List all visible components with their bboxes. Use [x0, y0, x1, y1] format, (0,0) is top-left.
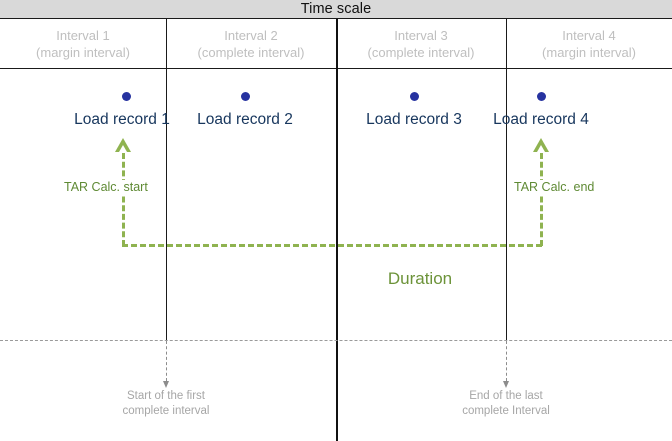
load-record-dot-icon: [536, 92, 546, 101]
load-record-label-3: Load record 3: [366, 111, 462, 128]
interval-type-1: (margin interval): [36, 44, 130, 60]
load-record-label-1: Load record 1: [74, 111, 170, 128]
interval-header-row: Interval 1 (margin interval) Interval 2 …: [0, 19, 672, 69]
tar-calc-end-label: TAR Calc. end: [511, 180, 598, 196]
load-record-label-4: Load record 4: [493, 111, 589, 128]
callout-connector-2: [506, 341, 507, 381]
load-record-3: Load record 3: [344, 92, 484, 128]
callout-text-1-line2: complete interval: [122, 405, 210, 417]
load-record-dot-icon: [240, 92, 250, 101]
interval-cell-3: Interval 3 (complete interval): [336, 19, 506, 68]
time-scale-header: Time scale: [0, 0, 672, 19]
interval-cell-4: Interval 4 (margin interval): [506, 19, 672, 68]
interval-name-1: Interval 1: [56, 27, 110, 43]
page-title: Time scale: [300, 0, 372, 17]
interval-type-3: (complete interval): [367, 44, 475, 60]
load-record-label-2: Load record 2: [197, 111, 293, 128]
callout-text-1: Start of the first complete interval: [66, 389, 266, 419]
interval-boundary-1: [166, 19, 167, 341]
load-record-dot-icon: [409, 92, 419, 101]
interval-name-3: Interval 3: [394, 27, 448, 43]
interval-cell-1: Interval 1 (margin interval): [0, 19, 166, 68]
interval-type-4: (margin interval): [542, 44, 636, 60]
callout-text-2-line1: End of the last: [469, 390, 543, 402]
load-record-1: Load record 1: [26, 92, 218, 128]
load-record-4: Load record 4: [471, 92, 611, 128]
tar-start-arrow-notch: [119, 145, 127, 152]
callout-connector-1: [166, 341, 167, 381]
callout-text-2: End of the last complete Interval: [406, 389, 606, 419]
load-record-dot-icon: [122, 92, 131, 101]
tar-calc-start-label: TAR Calc. start: [61, 180, 151, 196]
callout-arrow-icon-1: [163, 381, 169, 388]
interval-name-4: Interval 4: [562, 27, 616, 43]
callout-text-1-line1: Start of the first: [127, 390, 205, 402]
load-record-2: Load record 2: [175, 92, 315, 128]
callout-arrow-icon-2: [503, 381, 509, 388]
tar-end-connector: [540, 153, 543, 246]
duration-label: Duration: [387, 269, 453, 288]
baseline-divider: [0, 340, 672, 341]
interval-boundary-3: [506, 19, 507, 341]
interval-type-2: (complete interval): [197, 44, 305, 60]
tar-start-connector: [122, 153, 125, 246]
duration-bracket-line: [122, 244, 542, 247]
callout-text-2-line2: complete Interval: [462, 405, 550, 417]
tar-end-arrow-notch: [537, 145, 545, 152]
interval-cell-2: Interval 2 (complete interval): [166, 19, 336, 68]
interval-boundary-2: [336, 19, 338, 441]
interval-name-2: Interval 2: [224, 27, 278, 43]
